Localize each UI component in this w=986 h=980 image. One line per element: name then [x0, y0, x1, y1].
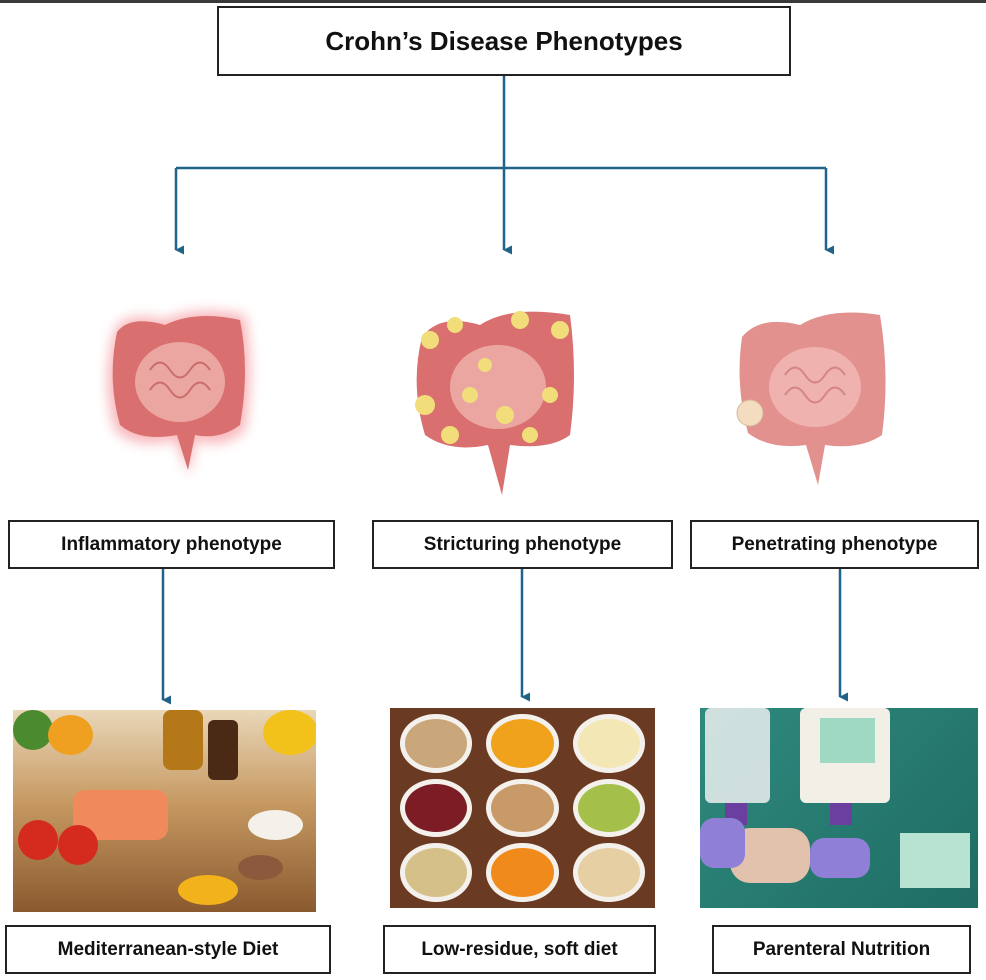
page-title: Crohn’s Disease Phenotypes: [217, 6, 791, 76]
tree-connector: [176, 76, 826, 170]
mediterranean-diet-box: Mediterranean-style Diet: [5, 925, 331, 974]
stricturing-phenotype-box: Stricturing phenotype: [372, 520, 673, 569]
top-border: [0, 0, 986, 3]
parenteral-nutrition-photo: [700, 708, 978, 908]
low-residue-diet-box: Low-residue, soft diet: [383, 925, 656, 974]
soft-diet-bowls-photo: [390, 708, 655, 908]
mediterranean-food-photo: [13, 710, 316, 912]
penetrating-intestine-illustration: [736, 312, 886, 485]
parenteral-nutrition-box: Parenteral Nutrition: [712, 925, 971, 974]
inflammatory-phenotype-box: Inflammatory phenotype: [8, 520, 335, 569]
stricturing-intestine-illustration: [415, 311, 574, 495]
inflamed-intestine-illustration: [107, 311, 250, 475]
penetrating-phenotype-box: Penetrating phenotype: [690, 520, 979, 569]
